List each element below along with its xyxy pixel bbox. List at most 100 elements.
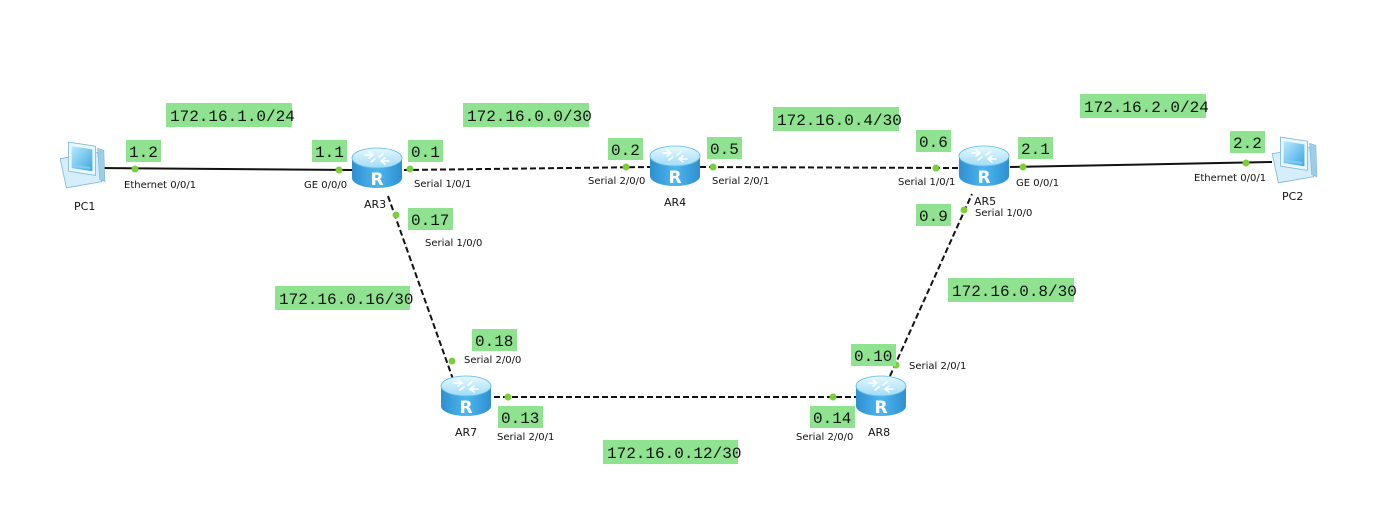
endpoint-dot [1019,163,1027,171]
addr-label-text: 2.1 [1021,141,1050,159]
link-ar4-ar5 [699,166,959,169]
link-pc1-ar3 [97,167,353,171]
endpoint-dot [448,357,456,365]
link-ar3-ar4 [403,166,651,171]
link-ar5-pc2 [1009,161,1273,168]
port-label: Serial 2/0/0 [796,432,853,443]
net-label-ar3-ar7: 172.16.0.16/30 [275,286,413,310]
port-label: Serial 1/0/1 [898,177,955,188]
addr-label-text: 1.2 [129,144,158,162]
addr-label-text: 0.2 [611,142,640,160]
port-label: Serial 2/0/1 [712,176,769,187]
endpoint-dot [406,165,414,173]
port-label: Serial 2/0/0 [464,355,521,366]
net-label-text: 172.16.2.0/24 [1084,99,1209,117]
network-labels: 172.16.1.0/24 172.16.0.0/30 172.16.0.4/3… [166,94,1209,464]
net-label-ar5-pc2: 172.16.2.0/24 [1080,94,1209,118]
device-label: AR7 [455,426,477,439]
addr-label-text: 2.2 [1233,135,1262,153]
port-label: GE 0/0/0 [304,180,347,191]
link-ar8-ar5 [889,193,973,377]
port-label: Serial 1/0/0 [975,208,1032,219]
net-label-ar4-ar5: 172.16.0.4/30 [773,107,902,131]
device-label: PC2 [1282,190,1303,203]
addr-label-text: 0.17 [411,212,449,230]
addr-label-text: 0.9 [919,208,948,226]
port-label: GE 0/0/1 [1016,178,1059,189]
endpoint-dot [709,163,717,171]
endpoint-dot [622,163,630,171]
device-label: AR5 [974,195,996,208]
net-label-ar3-ar4: 172.16.0.0/30 [463,103,592,127]
net-label-ar5-ar8: 172.16.0.8/30 [948,278,1077,302]
addr-label-ar8-s201: 0.10 [851,344,896,366]
addr-label-ar5-s101: 0.6 [916,130,951,152]
device-ar7[interactable]: R AR7 [440,375,492,439]
net-label-text: 172.16.0.16/30 [279,291,413,309]
addr-label-text: 0.5 [710,141,739,159]
endpoint-dots [131,159,1250,401]
device-label: AR3 [364,198,386,211]
router-glyph: R [977,168,990,188]
device-label: AR4 [664,196,686,209]
router-glyph: R [370,170,383,190]
router-glyph: R [668,168,681,188]
link-ar3-ar7 [387,195,455,383]
addr-label-text: 0.18 [475,333,513,351]
device-ar4[interactable]: R AR4 [649,145,701,209]
addr-label-text: 0.10 [854,348,892,366]
links [97,161,1273,398]
addr-label-ar3-s100: 0.17 [408,208,453,230]
device-pc1[interactable]: PC1 [59,141,106,213]
addr-label-ar7-s200: 0.18 [472,329,517,351]
net-label-text: 172.16.0.0/30 [467,108,592,126]
port-label: Serial 1/0/0 [425,238,482,249]
addr-label-pc1: 1.2 [126,140,161,162]
port-label: Serial 1/0/1 [414,179,471,190]
addr-label-ar3-ge: 1.1 [312,140,347,162]
endpoint-dot [131,165,139,173]
net-label-text: 172.16.0.12/30 [607,445,741,463]
endpoint-dot [1242,159,1250,167]
port-label: Ethernet 0/0/1 [124,180,196,191]
addr-label-text: 0.1 [411,144,440,162]
addr-label-pc2: 2.2 [1230,131,1265,153]
addr-label-ar5-s100: 0.9 [916,204,951,226]
device-ar8[interactable]: R AR8 [855,375,907,439]
addr-label-ar7-s201: 0.13 [498,406,543,428]
net-label-text: 172.16.1.0/24 [170,108,295,126]
net-label-text: 172.16.0.8/30 [952,283,1077,301]
pc-icon [1271,136,1318,184]
addr-label-text: 1.1 [315,144,344,162]
addr-label-text: 0.14 [813,410,851,428]
addr-label-text: 0.6 [919,134,948,152]
endpoint-dot [829,393,837,401]
addr-label-ar4-s200: 0.2 [608,138,643,160]
addr-label-ar4-s201: 0.5 [707,137,742,159]
port-labels: Ethernet 0/0/1 GE 0/0/0 Serial 1/0/1 Ser… [124,173,1266,443]
net-label-text: 172.16.0.4/30 [777,112,902,130]
port-label: Serial 2/0/1 [909,361,966,372]
device-pc2[interactable]: PC2 [1271,136,1318,203]
addr-label-text: 0.13 [501,410,539,428]
device-label: AR8 [868,426,890,439]
port-label: Serial 2/0/0 [588,176,645,187]
net-label-ar7-ar8: 172.16.0.12/30 [603,440,741,464]
pc-icon [59,141,106,189]
endpoint-dot [932,164,940,172]
addr-label-ar5-ge: 2.1 [1018,137,1053,159]
addr-label-ar3-s101: 0.1 [408,140,443,162]
addr-label-ar8-s200: 0.14 [810,406,855,428]
router-glyph: R [874,398,887,418]
net-label-pc1-ar3: 172.16.1.0/24 [166,103,295,127]
endpoint-dot [960,206,968,214]
port-label: Ethernet 0/0/1 [1194,173,1266,184]
device-ar5[interactable]: R AR5 [958,145,1010,208]
port-label: Serial 2/0/1 [497,432,554,443]
address-labels: 1.2 1.1 0.1 0.17 0.2 0.5 0.6 2.1 [126,130,1265,428]
endpoint-dot [335,166,343,174]
router-glyph: R [459,398,472,418]
device-ar3[interactable]: R AR3 [351,147,403,211]
device-label: PC1 [74,200,95,213]
